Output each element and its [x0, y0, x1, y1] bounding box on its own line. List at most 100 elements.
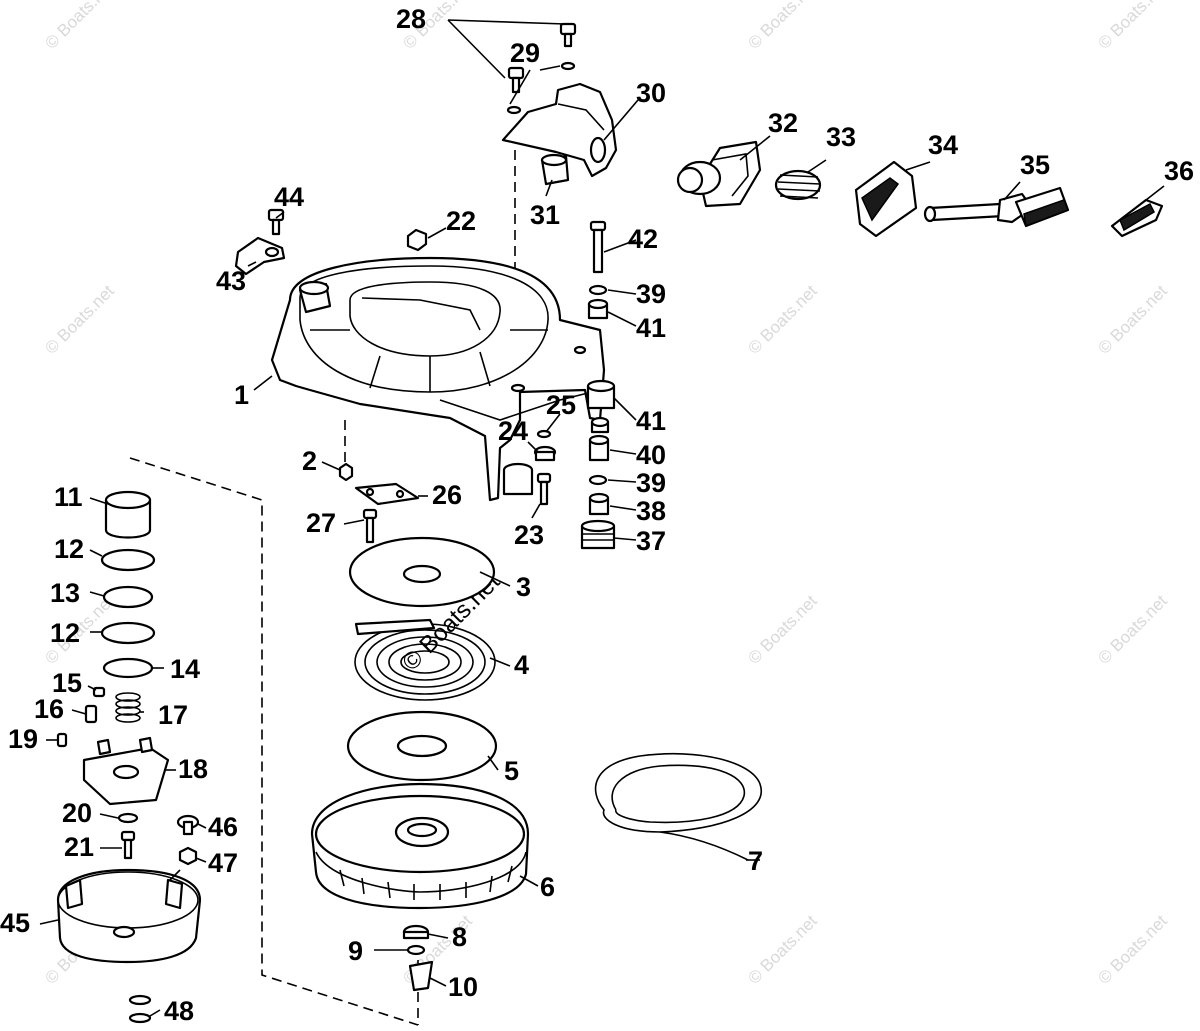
watermark: © Boats.net: [744, 281, 821, 358]
watermark: © Boats.net: [1094, 591, 1171, 668]
part-47-nut: [178, 846, 198, 866]
part-48-bushing: [128, 994, 152, 1024]
part-41-spacer-bottom: [586, 379, 616, 410]
callout-15: 15: [52, 668, 82, 698]
part-7-starter-rope: [594, 752, 763, 861]
part-17-spring: [115, 692, 141, 723]
part-10-pawl: [408, 960, 434, 992]
part-2-nut: [338, 462, 354, 482]
part-23-screw: [536, 472, 552, 506]
part-22-nut: [406, 228, 428, 252]
part-28-screw-b: [507, 66, 525, 94]
callout-45: 45: [0, 908, 30, 938]
part-16-spring-pin: [84, 704, 98, 724]
part-14-clip: [102, 657, 154, 679]
part-33-spring: [774, 169, 822, 201]
callout-48: 48: [164, 996, 194, 1026]
part-45-cup: [56, 868, 202, 964]
callout-41-bottom: 41: [636, 406, 666, 436]
part-9-washer: [406, 944, 426, 956]
part-24-bushing: [533, 445, 557, 462]
callout-2: 2: [302, 446, 317, 476]
callout-14: 14: [170, 654, 200, 684]
callout-35: 35: [1020, 150, 1050, 180]
part-18-retainer: [82, 736, 170, 806]
callout-32: 32: [768, 108, 798, 138]
watermark: © Boats.net: [41, 281, 118, 358]
watermark: © Boats.net: [744, 911, 821, 988]
callout-8: 8: [452, 922, 467, 952]
part-32-grommet: [676, 140, 762, 208]
part-30-bracket: [501, 82, 618, 178]
part-20-washer: [117, 812, 139, 824]
part-39-washer-bottom: [588, 474, 608, 486]
callout-19: 19: [8, 724, 38, 754]
part-37-mount: [580, 519, 616, 550]
callout-40: 40: [636, 440, 666, 470]
watermark: © Boats.net: [1094, 281, 1171, 358]
callout-7: 7: [748, 846, 763, 876]
watermark: © Boats.net: [1094, 0, 1171, 53]
callout-28: 28: [396, 4, 426, 34]
callout-29: 29: [510, 38, 540, 68]
part-21-screw: [120, 830, 136, 860]
callout-27: 27: [306, 508, 336, 538]
callout-3: 3: [516, 572, 531, 602]
callout-39-top: 39: [636, 279, 666, 309]
part-12-spring-bottom: [100, 621, 156, 645]
part-25-washer: [536, 429, 552, 439]
callout-9: 9: [348, 936, 363, 966]
callout-11: 11: [54, 482, 83, 512]
part-38-sleeve: [588, 492, 610, 516]
part-46-screw: [176, 814, 200, 836]
part-44-screw: [267, 208, 285, 236]
part-15-pin: [92, 686, 106, 698]
part-35-handle: [923, 186, 1070, 228]
part-3-plate: [348, 536, 496, 608]
callout-26: 26: [432, 480, 462, 510]
callout-10: 10: [448, 972, 478, 1002]
part-41-sleeve: [590, 416, 610, 434]
part-19-pin: [56, 732, 68, 748]
callout-47: 47: [208, 848, 238, 878]
part-29-washer-a: [560, 61, 576, 71]
callout-44: 44: [274, 182, 304, 212]
part-39-washer-top: [588, 284, 608, 296]
part-29-washer-b: [506, 105, 522, 115]
callout-41-top: 41: [636, 313, 666, 343]
callout-46: 46: [208, 812, 238, 842]
callout-16: 16: [34, 694, 64, 724]
callout-39-bottom: 39: [636, 468, 666, 498]
part-4-rewind-spring: [354, 618, 496, 701]
watermark: © Boats.net: [1094, 911, 1171, 988]
callout-18: 18: [178, 754, 208, 784]
callout-4: 4: [514, 650, 529, 680]
callout-38: 38: [636, 496, 666, 526]
callout-30: 30: [636, 78, 666, 108]
callout-13: 13: [50, 578, 80, 608]
callout-33: 33: [826, 122, 856, 152]
callout-17: 17: [158, 700, 188, 730]
callout-37: 37: [636, 526, 666, 556]
watermark: © Boats.net: [744, 0, 821, 53]
callout-42: 42: [628, 224, 658, 254]
part-42-bolt: [589, 220, 607, 274]
callout-22: 22: [446, 206, 476, 236]
callout-25: 25: [546, 390, 576, 420]
callout-labels: 28 29 30 31 32 33 34 35 36 44 43 22 42 3…: [0, 4, 1194, 1026]
callout-6: 6: [540, 872, 555, 902]
part-8-bushing: [402, 924, 430, 940]
part-5-plate: [346, 710, 498, 782]
part-11-cap: [104, 490, 152, 539]
part-28-screw-a: [559, 22, 577, 48]
callout-34: 34: [928, 130, 958, 160]
callout-12-bottom: 12: [50, 618, 80, 648]
callout-1: 1: [234, 380, 249, 410]
callout-12-top: 12: [54, 534, 84, 564]
part-6-pulley: [310, 782, 530, 910]
callout-24: 24: [498, 416, 528, 446]
callout-leaders: [39, 19, 1165, 1017]
callout-20: 20: [62, 798, 92, 828]
callout-43: 43: [216, 266, 246, 296]
part-36-anchor: [1110, 198, 1164, 238]
